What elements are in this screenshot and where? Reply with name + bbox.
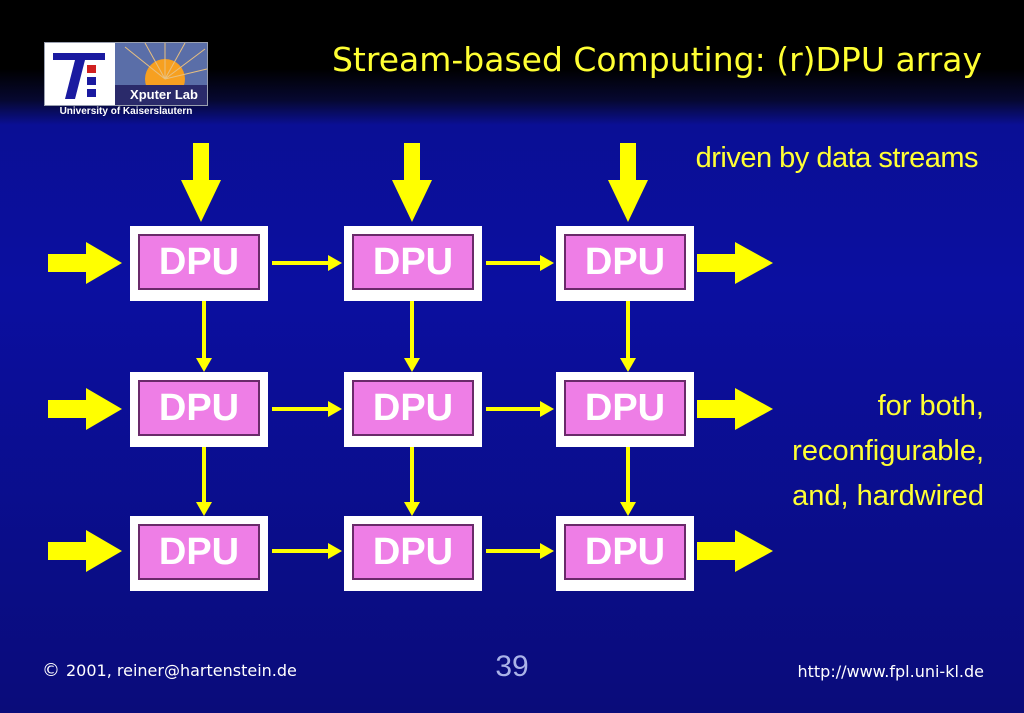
left-arrow-3 xyxy=(48,530,122,572)
dpu-label: DPU xyxy=(564,234,686,290)
top-arrow-2 xyxy=(392,143,432,222)
dpu-label: DPU xyxy=(138,380,260,436)
dpu-r3-c1: DPU xyxy=(130,516,268,591)
logo-university-caption: University of Kaiserslautern xyxy=(59,106,193,117)
dpu-r3-c2: DPU xyxy=(344,516,482,591)
top-arrow-3 xyxy=(608,143,648,222)
note-reconfigurable: for both, reconfigurable, and, hardwired xyxy=(792,384,984,519)
dpu-r2-c3: DPU xyxy=(556,372,694,447)
dpu-label: DPU xyxy=(352,234,474,290)
left-arrow-1 xyxy=(48,242,122,284)
dpu-r1-c2: DPU xyxy=(344,226,482,301)
logo-lab-name: Xputer Lab xyxy=(130,87,198,102)
footer-url[interactable]: http://www.fpl.uni-kl.de xyxy=(797,662,984,681)
dpu-r1-c3: DPU xyxy=(556,226,694,301)
note-line-1: for both, xyxy=(877,390,984,422)
top-input-arrows xyxy=(181,143,648,222)
copyright-text: 2001, reiner@hartenstein.de xyxy=(66,661,297,680)
dpu-label: DPU xyxy=(352,524,474,580)
dpu-label: DPU xyxy=(138,524,260,580)
page-number: 39 xyxy=(495,650,529,683)
dpu-label: DPU xyxy=(564,524,686,580)
top-arrow-1 xyxy=(181,143,221,222)
dpu-label: DPU xyxy=(564,380,686,436)
slide-title: Stream-based Computing: (r)DPU array xyxy=(331,40,982,79)
dpu-r2-c2: DPU xyxy=(344,372,482,447)
dpu-r2-c1: DPU xyxy=(130,372,268,447)
vertical-links xyxy=(196,301,636,516)
left-arrow-2 xyxy=(48,388,122,430)
dpu-label: DPU xyxy=(138,234,260,290)
note-line-3: and, hardwired xyxy=(792,480,984,512)
horizontal-links xyxy=(272,255,554,559)
xputer-lab-logo-icon xyxy=(45,42,208,105)
left-input-arrows xyxy=(48,242,122,572)
university-logo: Xputer Lab University of Kaiserslautern xyxy=(44,42,208,120)
note-line-2: reconfigurable, xyxy=(792,435,984,467)
copyright-icon: © xyxy=(42,660,60,681)
dpu-r3-c3: DPU xyxy=(556,516,694,591)
logo-box: Xputer Lab xyxy=(44,42,208,106)
note-driven-by-data-streams: driven by data streams xyxy=(695,142,979,174)
dpu-label: DPU xyxy=(352,380,474,436)
footer-copyright: © 2001, reiner@hartenstein.de xyxy=(42,660,297,681)
right-output-arrows xyxy=(697,242,773,572)
right-arrow-2 xyxy=(697,388,773,430)
right-arrow-1 xyxy=(697,242,773,284)
dpu-r1-c1: DPU xyxy=(130,226,268,301)
right-arrow-3 xyxy=(697,530,773,572)
